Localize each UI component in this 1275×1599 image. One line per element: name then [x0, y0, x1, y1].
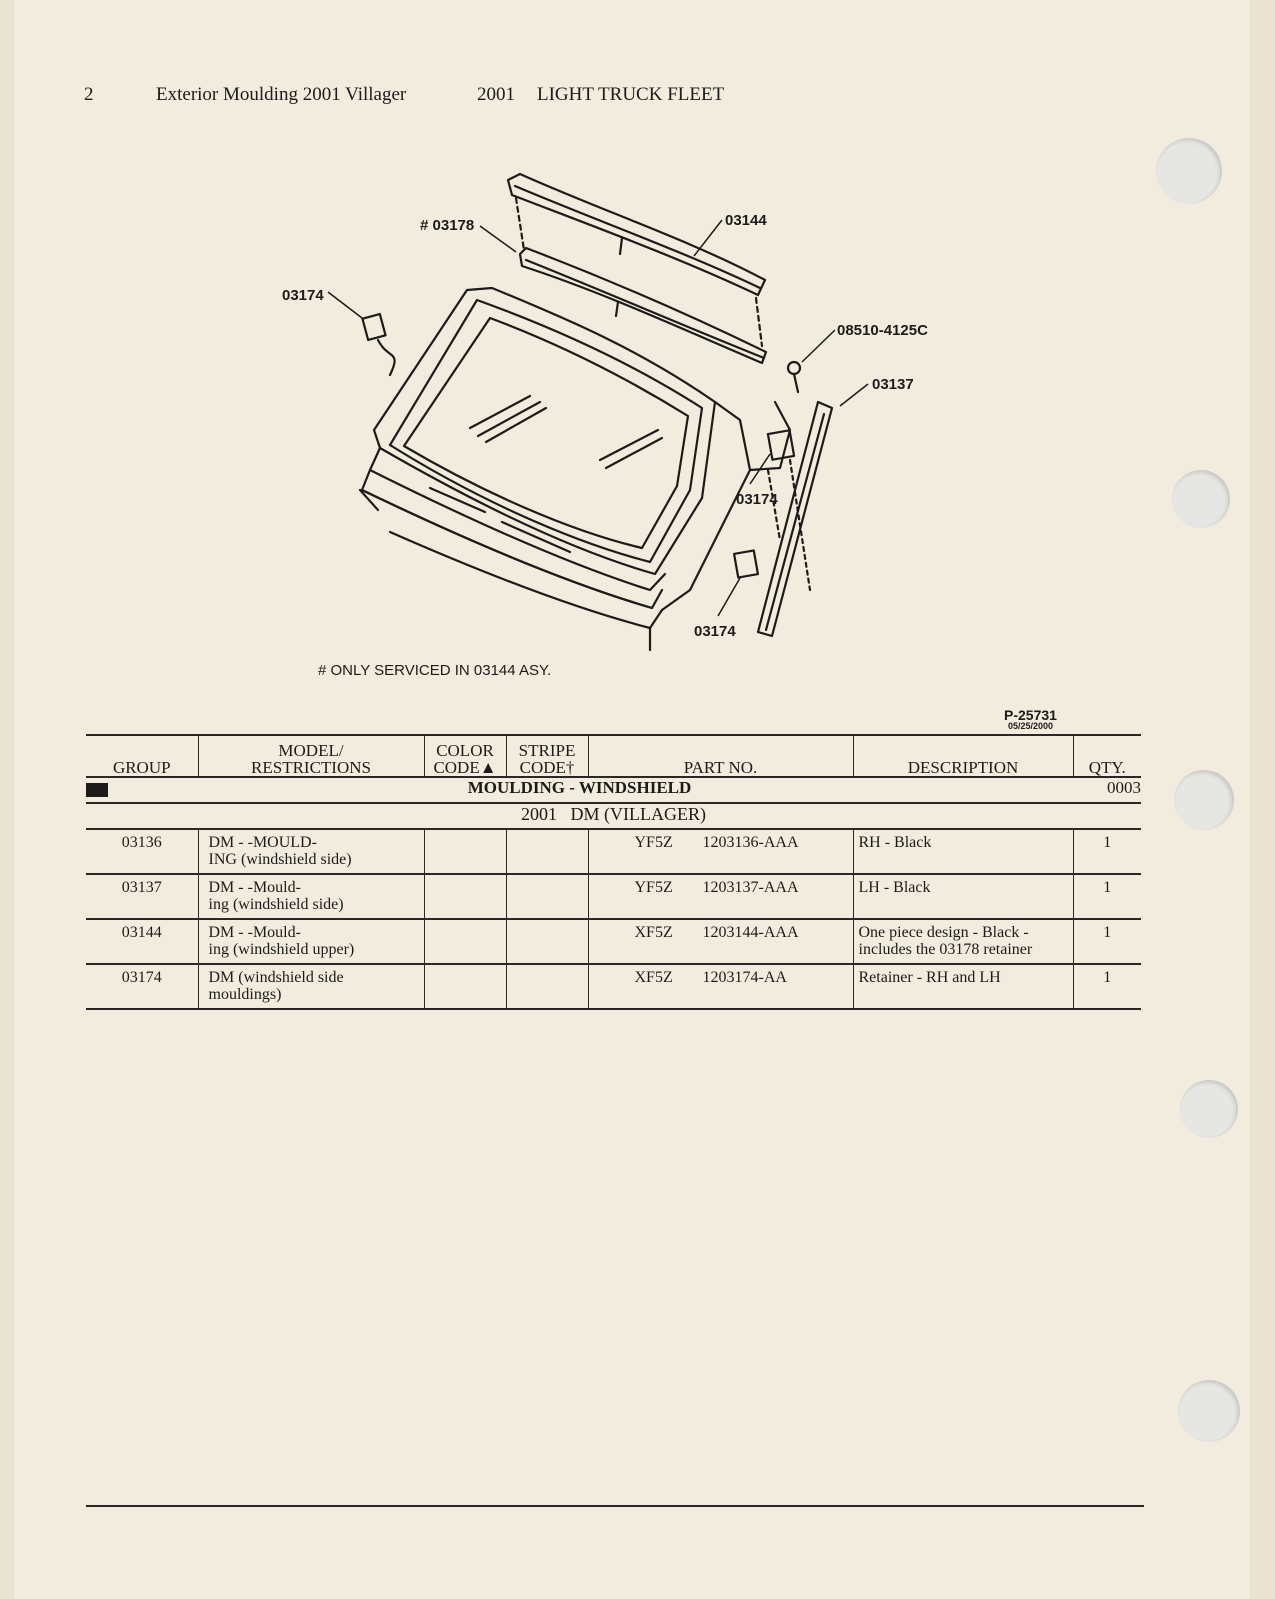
binder-hole-2: [1172, 470, 1230, 528]
header-model: MODEL/RESTRICTIONS: [197, 734, 424, 778]
callout-03137: 03137: [872, 376, 914, 393]
side-moulding-part: [756, 400, 834, 638]
illustration-reference: P-25731 05/25/2000: [1004, 708, 1057, 731]
callout-03174-top: 03174: [282, 287, 324, 304]
cell-description: Retainer - RH and LH: [852, 964, 1073, 1010]
cell-group: 03137: [86, 874, 198, 920]
cell-description: RH - Black: [852, 829, 1073, 875]
footer-rule: [86, 1505, 1144, 1507]
binder-hole-5: [1178, 1380, 1240, 1442]
cell-model: DM - -MOULD-ING (windshield side): [197, 829, 424, 875]
cell-qty: 1: [1072, 829, 1141, 875]
page-number: 2: [84, 84, 94, 105]
cell-stripe-code: [505, 964, 588, 1010]
cell-color-code: [423, 874, 506, 920]
windshield-moulding-diagram: # 03178 03144 03174 08510-4125C 03137 03…: [282, 172, 928, 652]
cell-description: LH - Black: [852, 874, 1073, 920]
subsection-title: 2001 DM (VILLAGER): [86, 803, 1141, 830]
screw: [786, 360, 802, 376]
header-group: GROUP: [86, 734, 198, 778]
callout-03144: 03144: [725, 212, 767, 229]
illustration-date: 05/25/2000: [1007, 721, 1053, 731]
illustration-number: P-25731: [1004, 707, 1057, 723]
cell-stripe-code: [505, 829, 588, 875]
clip-top: [361, 312, 387, 342]
cell-model: DM - -Mould-ing (windshield side): [197, 874, 424, 920]
windshield-frame: [372, 286, 717, 576]
cell-qty: 1: [1072, 964, 1141, 1010]
header-qty: QTY.: [1072, 734, 1141, 778]
binder-hole-1: [1156, 138, 1222, 204]
section-code: 0003: [1073, 777, 1141, 804]
section-title: Exterior Moulding 2001 Villager: [156, 84, 407, 105]
cell-color-code: [423, 829, 506, 875]
cell-description: One piece design - Black -includes the 0…: [852, 919, 1073, 965]
subsection-row: 2001 DM (VILLAGER): [86, 803, 1141, 830]
callout-03178: # 03178: [420, 217, 474, 234]
cell-qty: 1: [1072, 874, 1141, 920]
section-title: MOULDING - WINDSHIELD: [467, 778, 692, 797]
callout-03174-mid: 03174: [736, 491, 778, 508]
cell-qty: 1: [1072, 919, 1141, 965]
cell-stripe-code: [505, 919, 588, 965]
cell-model: DM - -Mould-ing (windshield upper): [197, 919, 424, 965]
binder-hole-3: [1174, 770, 1234, 830]
binder-hole-4: [1180, 1080, 1238, 1138]
clip-mid: [766, 429, 796, 461]
cell-group: 03144: [86, 919, 198, 965]
header-part-no: PART NO.: [587, 734, 853, 778]
clip-bot: [732, 549, 760, 579]
cell-color-code: [423, 964, 506, 1010]
catalog-year: 2001: [477, 84, 515, 105]
cell-group: 03174: [86, 964, 198, 1010]
section-row: MOULDING - WINDSHIELD 0003: [86, 777, 1141, 804]
cell-stripe-code: [505, 874, 588, 920]
header-description: DESCRIPTION: [852, 734, 1073, 778]
section-marker: [86, 783, 108, 797]
callout-03174-bot: 03174: [694, 623, 736, 640]
catalog-title: LIGHT TRUCK FLEET: [537, 84, 725, 105]
service-footnote: # ONLY SERVICED IN 03144 ASY.: [318, 662, 552, 679]
upper-moulding-part: [506, 172, 767, 297]
callout-08510: 08510-4125C: [837, 322, 928, 339]
cell-color-code: [423, 919, 506, 965]
cell-group: 03136: [86, 829, 198, 875]
